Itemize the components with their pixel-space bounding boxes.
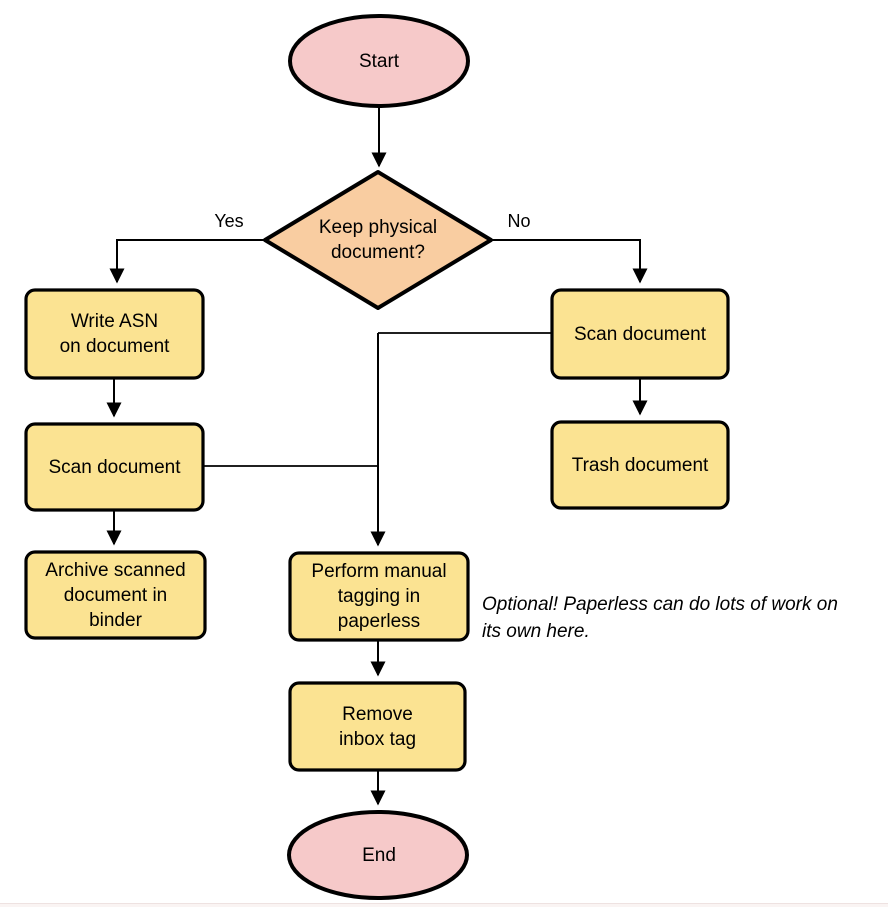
node-write-asn-shape: [24, 288, 205, 380]
node-scan-left-shape: [24, 422, 205, 512]
node-start-shape: [288, 14, 470, 108]
node-end-shape: [287, 810, 469, 900]
node-scan-right-shape: [550, 288, 730, 380]
node-decision-shape: [263, 170, 493, 310]
node-trash-shape: [550, 420, 730, 510]
node-remove-inbox-shape: [288, 681, 467, 772]
edge-decision-yes-write-asn: [109, 239, 265, 284]
node-tagging-shape: [288, 551, 470, 642]
bottom-edge-line: [0, 903, 888, 907]
edge-decision-no-scan-right: [491, 239, 648, 284]
node-archive-shape: [24, 550, 207, 640]
